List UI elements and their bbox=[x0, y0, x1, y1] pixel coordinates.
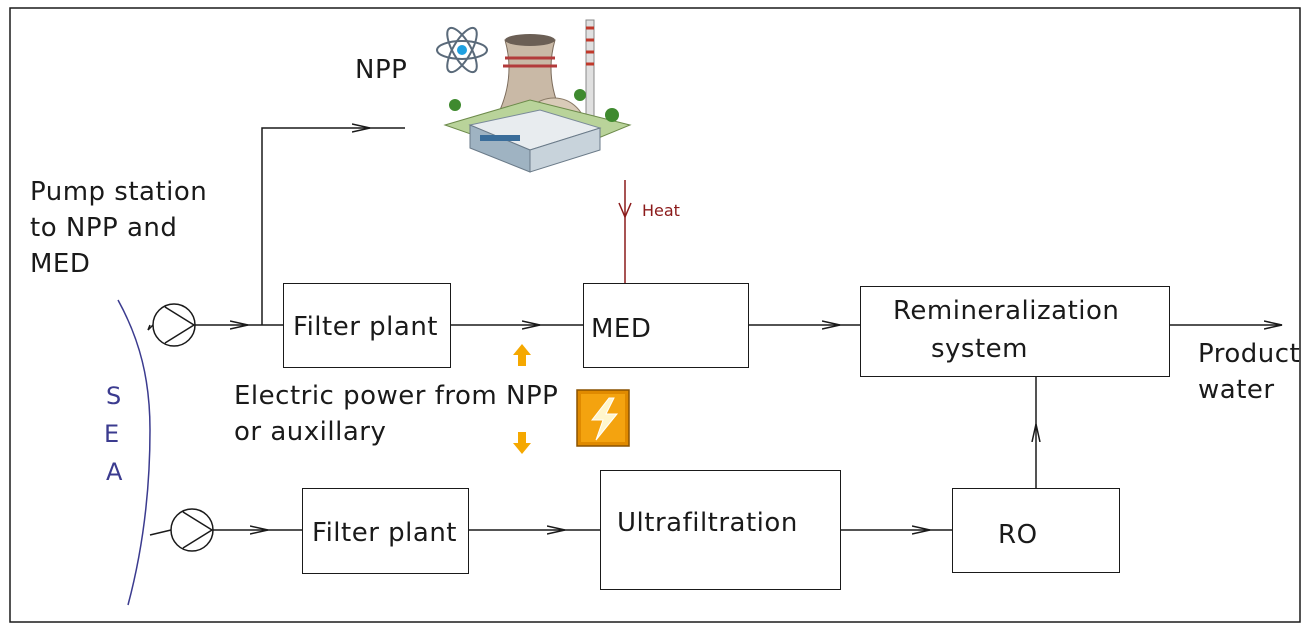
sea-letter-s: S bbox=[106, 382, 122, 410]
remineralization-label-line2: system bbox=[931, 334, 1028, 364]
atom-icon bbox=[436, 26, 488, 74]
sea-shoreline bbox=[117, 299, 151, 606]
electric-power-label-line2: or auxillary bbox=[234, 417, 387, 447]
ro-label: RO bbox=[998, 520, 1038, 550]
power-down-arrow-icon bbox=[513, 432, 531, 454]
med-label: MED bbox=[591, 314, 652, 344]
sea-letter-e: E bbox=[104, 420, 120, 448]
filter-plant-bottom-box bbox=[302, 488, 469, 574]
remineralization-box bbox=[860, 286, 1170, 377]
ultrafiltration-label: Ultrafiltration bbox=[617, 508, 798, 538]
filter-plant-top-label: Filter plant bbox=[293, 312, 438, 342]
pump-station-label-line1: Pump station bbox=[30, 177, 208, 207]
lightning-icon bbox=[576, 389, 630, 447]
electric-power-label-line1: Electric power from NPP bbox=[234, 381, 559, 411]
nuclear-power-plant-icon bbox=[436, 19, 632, 173]
npp-label: NPP bbox=[355, 55, 408, 85]
filter-plant-bottom-label: Filter plant bbox=[312, 518, 457, 548]
ro-box bbox=[952, 488, 1120, 573]
product-water-label-line2: water bbox=[1198, 375, 1275, 405]
product-water-label-line1: Product bbox=[1198, 339, 1301, 369]
power-up-arrow-icon bbox=[513, 344, 531, 366]
top-pump-icon bbox=[147, 303, 196, 347]
diagram-border bbox=[9, 7, 1301, 623]
remineralization-label-line1: Remineralization bbox=[893, 296, 1120, 326]
ultrafiltration-box bbox=[600, 470, 841, 590]
med-box bbox=[583, 283, 749, 368]
heat-label: Heat bbox=[642, 201, 680, 220]
sea-letter-a: A bbox=[106, 458, 123, 486]
bottom-pump-icon bbox=[149, 508, 214, 552]
filter-plant-top-box bbox=[283, 283, 451, 368]
pump-station-label-line2: to NPP and bbox=[30, 213, 178, 243]
pump-station-label-line3: MED bbox=[30, 249, 91, 279]
